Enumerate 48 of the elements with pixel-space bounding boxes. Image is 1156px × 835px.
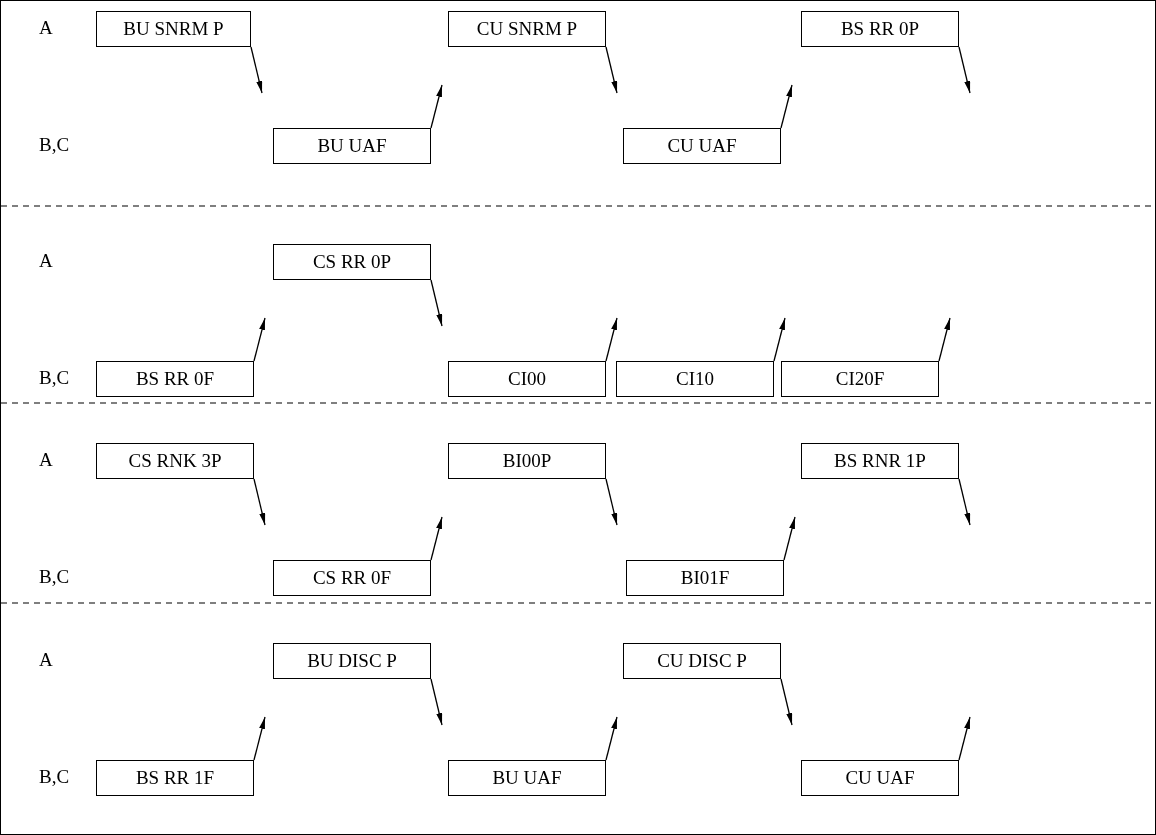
frame-box: BS RNR 1P [801,443,959,479]
frame-box: CS RNK 3P [96,443,254,479]
arrow [773,317,786,362]
station-label: A [39,17,53,39]
frame-box: BS RR 1F [96,760,254,796]
frame-box: CS RR 0F [273,560,431,596]
frame-box: BS RR 0F [96,361,254,397]
frame-box: BI00P [448,443,606,479]
station-label: B,C [39,367,70,389]
frame-box: CU UAF [801,760,959,796]
frame-box: BU UAF [273,128,431,164]
arrow [605,46,618,94]
frame-box: CI10 [616,361,774,397]
frame-box: CI00 [448,361,606,397]
station-label: A [39,449,53,471]
arrow [253,317,266,362]
arrow [605,716,618,761]
frame-box: BU UAF [448,760,606,796]
arrow [958,46,971,94]
frame-box: CU DISC P [623,643,781,679]
station-label: B,C [39,134,70,156]
frame-box: BU SNRM P [96,11,251,47]
arrow [430,678,443,726]
frame-box: CS RR 0P [273,244,431,280]
frame-box: CI20F [781,361,939,397]
arrow [958,478,971,526]
arrow [958,716,971,761]
station-label: B,C [39,766,70,788]
arrow [605,478,618,526]
arrow [430,84,443,129]
arrow [780,678,793,726]
arrow [938,317,951,362]
arrow [783,516,796,561]
station-label: A [39,250,53,272]
arrow [253,478,266,526]
station-label: B,C [39,566,70,588]
arrow [605,317,618,362]
arrow [430,279,443,327]
arrow [430,516,443,561]
station-label: A [39,649,53,671]
frame-box: BU DISC P [273,643,431,679]
frame-box: CU UAF [623,128,781,164]
arrow [250,46,263,94]
frame-box: CU SNRM P [448,11,606,47]
arrow [780,84,793,129]
arrow [253,716,266,761]
frame-box: BS RR 0P [801,11,959,47]
frame-box: BI01F [626,560,784,596]
